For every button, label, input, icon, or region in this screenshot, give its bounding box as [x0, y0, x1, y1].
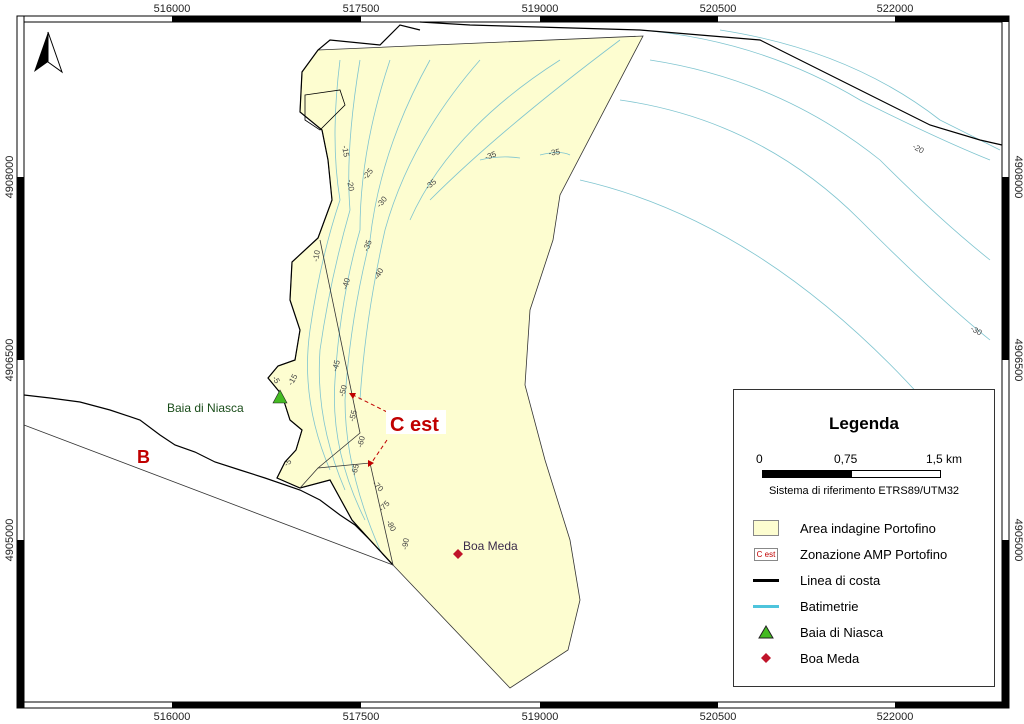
boa-meda-label: Boa Meda	[463, 539, 518, 553]
contour-label: -40	[340, 276, 352, 290]
crs-label: Sistema di riferimento ETRS89/UTM32	[768, 485, 960, 497]
scale-label-mid: 0,75	[834, 452, 858, 466]
diamond-icon	[761, 653, 771, 663]
x-tick-bottom: 517500	[343, 711, 380, 723]
scale-label-end: 1,5 km	[926, 452, 963, 466]
zone-b-label: B	[137, 447, 150, 467]
x-tick-top: 520500	[700, 3, 737, 15]
baia-di-niasca-label: Baia di Niasca	[167, 401, 244, 415]
contour-label: -55	[347, 408, 359, 422]
map-frame	[16, 15, 1010, 709]
legend-label: Batimetrie	[800, 598, 859, 614]
legend-item-area: Area indagine Portofino	[752, 518, 992, 538]
contour-label: -60	[355, 434, 367, 448]
contour-label: -5	[270, 375, 282, 386]
legend-label: Boa Meda	[800, 650, 860, 666]
x-tick-bottom: 522000	[877, 711, 914, 723]
contour-label: -50	[337, 383, 349, 397]
legend: Legenda 0 0,75 1,5 km Sistema di riferim…	[733, 389, 995, 687]
y-tick-left: 4905000	[4, 519, 16, 562]
c-est-arrows	[349, 393, 388, 467]
y-tick-right: 4908000	[1012, 156, 1024, 199]
legend-label: Zonazione AMP Portofino	[800, 546, 948, 562]
zone-c-est-label: C est	[390, 414, 439, 436]
legend-label: Linea di costa	[800, 572, 881, 588]
x-tick-top: 522000	[877, 3, 914, 15]
boa-meda-marker[interactable]	[453, 549, 463, 559]
x-tick-bottom: 519000	[522, 711, 559, 723]
y-tick-right: 4906500	[1012, 339, 1024, 382]
legend-item-boa: Boa Meda	[752, 648, 992, 668]
zone-swatch-icon: C est	[753, 547, 779, 561]
legend-title: Legenda	[829, 414, 899, 433]
north-arrow-icon	[34, 31, 63, 74]
contour-label: -35	[484, 149, 498, 162]
y-tick-left: 4908000	[4, 156, 16, 199]
legend-label: Area indagine Portofino	[800, 520, 936, 536]
y-tick-left: 4906500	[4, 339, 16, 382]
legend-item-bathy: Batimetrie	[752, 596, 992, 616]
scale-bar-white	[851, 470, 941, 478]
contour-label: -20	[345, 179, 356, 192]
legend-item-baia: Baia di Niasca	[752, 622, 992, 642]
x-tick-top: 517500	[343, 3, 380, 15]
contour-label: -65	[349, 462, 361, 476]
legend-item-coast: Linea di costa	[752, 570, 992, 590]
x-tick-bottom: 520500	[700, 711, 737, 723]
y-tick-right: 4905000	[1012, 519, 1024, 562]
contour-label: -15	[340, 145, 351, 158]
legend-label: Baia di Niasca	[800, 624, 884, 640]
scale-label-0: 0	[756, 452, 763, 466]
x-tick-top: 516000	[154, 3, 191, 15]
x-tick-top: 519000	[522, 3, 559, 15]
legend-item-zonazione: C est Zonazione AMP Portofino	[752, 544, 992, 564]
bathymetry-line-icon	[753, 604, 779, 608]
contour-label: -35	[548, 147, 561, 158]
c-est-label-bg	[386, 410, 446, 434]
contour-label: -90	[400, 537, 411, 550]
contour-label: -5	[282, 457, 294, 469]
contour-label: -10	[311, 249, 322, 262]
baia-di-niasca-marker[interactable]	[272, 389, 288, 404]
triangle-icon	[758, 625, 774, 639]
x-tick-bottom: 516000	[154, 711, 191, 723]
scale-bar-black	[762, 470, 852, 478]
coastline-line-icon	[753, 578, 779, 582]
contour-label: -45	[330, 358, 342, 372]
coastline	[23, 21, 1003, 566]
area-swatch-icon	[753, 520, 779, 536]
contour-label: -35	[361, 238, 374, 252]
